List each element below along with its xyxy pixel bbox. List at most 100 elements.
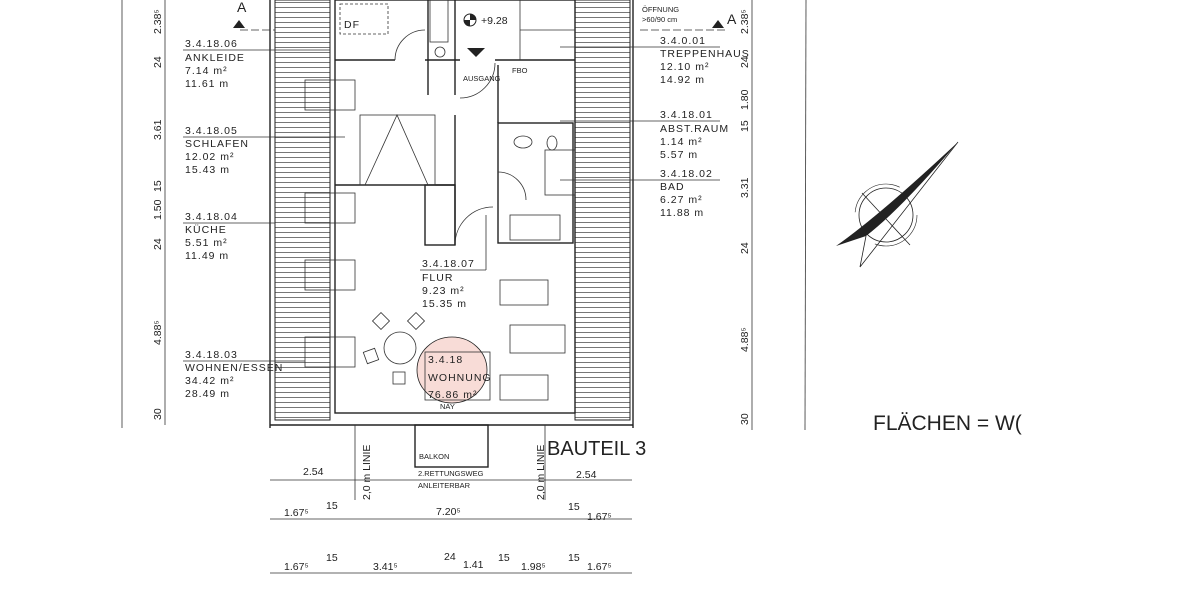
svg-text:3.41⁵: 3.41⁵ (373, 561, 398, 573)
svg-text:12.10 m²: 12.10 m² (660, 61, 709, 73)
svg-text:3.4.18: 3.4.18 (428, 354, 463, 366)
exit-label: AUSGANG (463, 74, 501, 83)
svg-text:24: 24 (739, 56, 751, 68)
building-part-label: BAUTEIL 3 (547, 438, 646, 460)
svg-text:15.43 m: 15.43 m (185, 164, 230, 176)
line-label-right: 2,0 m LINIE (535, 445, 547, 500)
svg-text:WOHNUNG: WOHNUNG (428, 372, 492, 384)
section-marker-left: A (237, 0, 247, 15)
dimensions-bottom-row-1: 2.54 2.54 (303, 466, 597, 481)
svg-text:30: 30 (152, 408, 164, 420)
svg-text:14.92 m: 14.92 m (660, 74, 705, 86)
svg-text:3.4.18.01: 3.4.18.01 (660, 109, 713, 121)
room-label-abstellraum: 3.4.18.01 ABST.RAUM 1.14 m² 5.57 m (560, 109, 729, 161)
room-label-ankleide: 3.4.18.06 ANKLEIDE 7.14 m² 11.61 m (183, 38, 330, 90)
svg-text:15: 15 (152, 180, 164, 192)
section-marker-right: A (727, 11, 737, 27)
roof-hatch-left (274, 0, 331, 421)
svg-text:KÜCHE: KÜCHE (185, 224, 227, 236)
svg-text:1.67⁵: 1.67⁵ (284, 507, 309, 519)
svg-text:15: 15 (568, 501, 580, 513)
svg-text:24: 24 (444, 551, 456, 563)
svg-text:15: 15 (498, 552, 510, 564)
svg-text:2.54: 2.54 (303, 466, 324, 478)
svg-text:ANKLEIDE: ANKLEIDE (185, 52, 245, 64)
svg-text:1.14 m²: 1.14 m² (660, 136, 703, 148)
unit-label-wohnung: 3.4.18 WOHNUNG 76.86 m² NAY (416, 336, 492, 411)
svg-text:15: 15 (326, 500, 338, 512)
room-label-bad: 3.4.18.02 BAD 6.27 m² 11.88 m (560, 168, 720, 219)
level-label: +9.28 (481, 15, 508, 27)
svg-text:1.50: 1.50 (152, 199, 164, 220)
svg-text:11.88 m: 11.88 m (660, 207, 704, 219)
svg-text:3.4.18.02: 3.4.18.02 (660, 168, 713, 180)
room-label-schlafen: 3.4.18.05 SCHLAFEN 12.02 m² 15.43 m (183, 125, 345, 176)
north-arrow-icon (836, 141, 959, 268)
room-label-wohnen-essen: 3.4.18.03 WOHNEN/ESSEN 34.42 m² 28.49 m (183, 349, 305, 400)
svg-text:5.51 m²: 5.51 m² (185, 237, 228, 249)
svg-text:3.61: 3.61 (152, 119, 164, 140)
svg-text:1.67⁵: 1.67⁵ (587, 511, 612, 523)
svg-text:3.4.18.03: 3.4.18.03 (185, 349, 238, 361)
dimensions-right: 2.38⁵ 24 1.80 15 3.31 24 4.88⁵ 30 (739, 9, 751, 425)
svg-text:7.20⁵: 7.20⁵ (436, 506, 461, 518)
svg-text:TREPPENHAUS: TREPPENHAUS (660, 48, 750, 60)
svg-text:7.14 m²: 7.14 m² (185, 65, 228, 77)
areas-title: FLÄCHEN = W( (873, 412, 1022, 435)
svg-text:WOHNEN/ESSEN: WOHNEN/ESSEN (185, 362, 283, 374)
balcony-label: BALKON (419, 452, 449, 461)
svg-text:1.67⁵: 1.67⁵ (284, 561, 309, 573)
svg-text:3.4.18.05: 3.4.18.05 (185, 125, 238, 137)
walls (304, 0, 576, 500)
svg-text:3.4.18.06: 3.4.18.06 (185, 38, 238, 50)
svg-text:1.80: 1.80 (739, 89, 751, 110)
room-label-kueche: 3.4.18.04 KÜCHE 5.51 m² 11.49 m (183, 211, 275, 262)
svg-text:9.23 m²: 9.23 m² (422, 285, 465, 297)
svg-text:SCHLAFEN: SCHLAFEN (185, 138, 249, 150)
svg-text:2.38⁵: 2.38⁵ (739, 9, 751, 34)
exit-arrow-icon (467, 48, 485, 57)
section-arrow-left-icon (233, 20, 245, 28)
svg-text:2.38⁵: 2.38⁵ (152, 9, 164, 34)
dimensions-left: 2.38⁵ 24 3.61 15 1.50 24 4.88⁵ 30 (152, 9, 164, 420)
svg-text:12.02 m²: 12.02 m² (185, 151, 234, 163)
dimensions-bottom-row-2: 1.67⁵ 15 7.20⁵ 15 1.67⁵ (284, 500, 612, 523)
line-label-left: 2,0 m LINIE (361, 445, 373, 500)
dimension-lines (121, 0, 807, 574)
svg-text:FLUR: FLUR (422, 272, 453, 284)
fbo-label: FBO (512, 66, 528, 75)
dimensions-bottom-row-3: 1.67⁵ 15 3.41⁵ 24 1.41 15 1.98⁵ 15 1.67⁵ (284, 551, 612, 573)
svg-text:34.42 m²: 34.42 m² (185, 375, 234, 387)
svg-text:24: 24 (152, 56, 164, 68)
svg-text:3.31: 3.31 (739, 177, 751, 198)
svg-text:1.67⁵: 1.67⁵ (587, 561, 612, 573)
svg-text:1.98⁵: 1.98⁵ (521, 561, 546, 573)
section-arrow-right-icon (712, 20, 724, 28)
svg-text:15: 15 (739, 120, 751, 132)
svg-text:28.49 m: 28.49 m (185, 388, 230, 400)
room-label-flur: 3.4.18.07 FLUR 9.23 m² 15.35 m (420, 215, 487, 310)
svg-text:NAY: NAY (440, 402, 455, 411)
level-marker-icon (463, 13, 477, 27)
svg-text:4.88⁵: 4.88⁵ (152, 320, 164, 345)
room-label-treppenhaus: 3.4.0.01 TREPPENHAUS 12.10 m² 14.92 m (560, 35, 750, 86)
svg-text:15: 15 (326, 552, 338, 564)
svg-text:15.35 m: 15.35 m (422, 298, 467, 310)
svg-text:6.27 m²: 6.27 m² (660, 194, 703, 206)
svg-text:3.4.18.07: 3.4.18.07 (422, 258, 475, 270)
rescue-ladder-label: ANLEITERBAR (418, 481, 471, 490)
svg-text:76.86 m²: 76.86 m² (428, 389, 477, 401)
svg-text:5.57 m: 5.57 m (660, 149, 698, 161)
df-label: DF (344, 19, 360, 31)
svg-text:24: 24 (152, 238, 164, 250)
svg-text:2.54: 2.54 (576, 469, 597, 481)
svg-text:BAD: BAD (660, 181, 685, 193)
svg-text:11.61 m: 11.61 m (185, 78, 229, 90)
svg-text:ABST.RAUM: ABST.RAUM (660, 123, 729, 135)
svg-text:24: 24 (739, 242, 751, 254)
opening-size-label: >60/90 cm (642, 15, 677, 24)
roof-hatch-right (574, 0, 631, 421)
svg-text:3.4.0.01: 3.4.0.01 (660, 35, 706, 47)
opening-label: ÖFFNUNG (642, 5, 679, 14)
